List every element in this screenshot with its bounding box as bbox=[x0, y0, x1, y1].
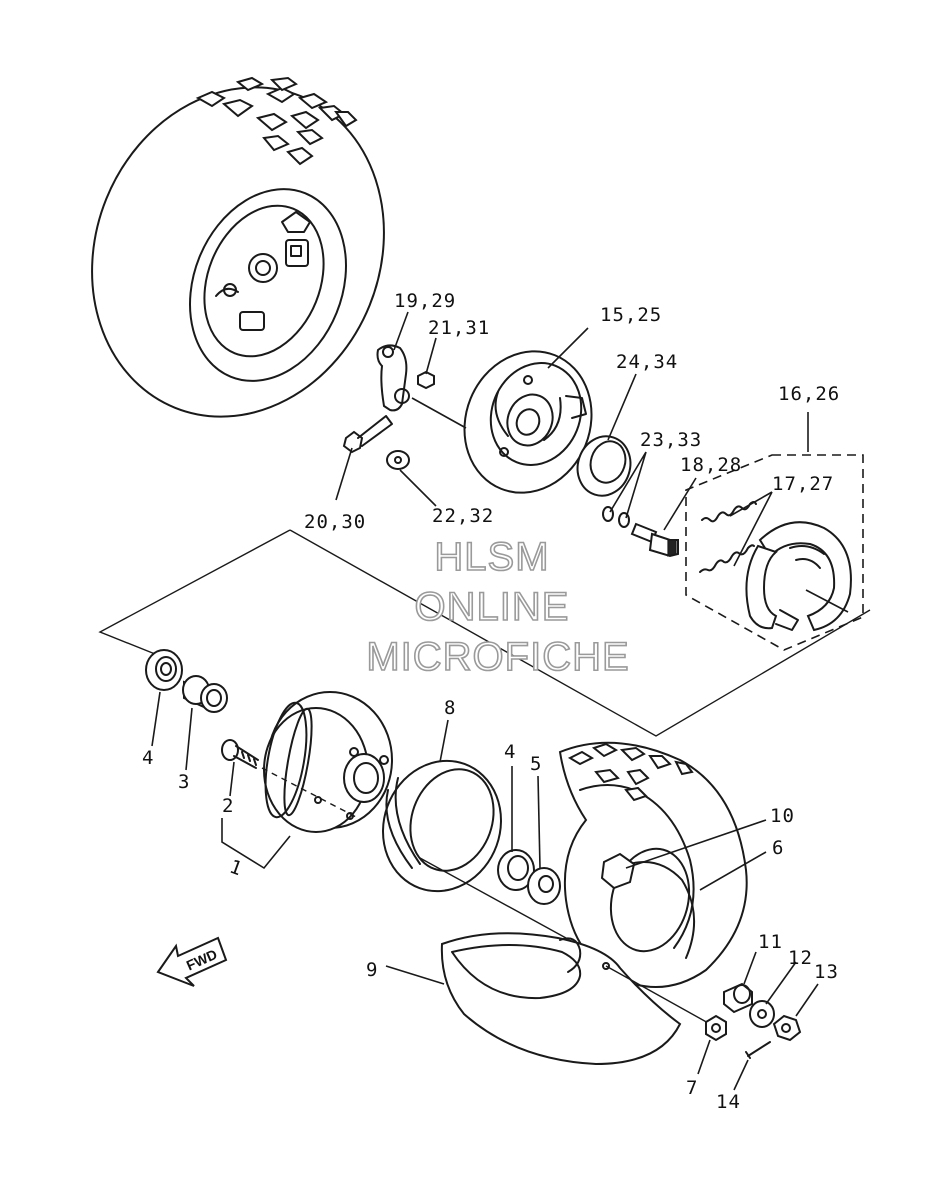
callout-18-28: 18,28 bbox=[680, 454, 742, 476]
callout-labels: 19,29 21,31 15,25 24,34 16,26 23,33 18,2… bbox=[142, 290, 840, 1113]
bolt-20-30 bbox=[342, 415, 393, 454]
callout-7: 7 bbox=[686, 1077, 698, 1099]
callout-17-27: 17,27 bbox=[772, 473, 834, 495]
shoe-springs-17-27 bbox=[699, 501, 757, 573]
brake-drum-hub-1 bbox=[261, 691, 393, 833]
callout-24-34: 24,34 bbox=[616, 351, 678, 373]
callout-11: 11 bbox=[758, 931, 783, 953]
callout-12: 12 bbox=[788, 947, 813, 969]
brake-camshaft-18-28 bbox=[630, 522, 679, 558]
tire-tread-blocks bbox=[195, 76, 358, 166]
brake-shoe-kit-box bbox=[685, 454, 864, 651]
nut-7 bbox=[705, 1014, 727, 1042]
callout-23-33: 23,33 bbox=[640, 429, 702, 451]
callout-21-31: 21,31 bbox=[428, 317, 490, 339]
watermark-line-1: HLSM bbox=[434, 535, 549, 579]
callout-2: 2 bbox=[222, 795, 234, 817]
callout-leaders bbox=[151, 311, 849, 1091]
cotter-pin-14 bbox=[745, 1041, 771, 1059]
collar-5 bbox=[527, 867, 561, 905]
callout-16-26: 16,26 bbox=[778, 383, 840, 405]
castle-nut-13 bbox=[772, 1014, 802, 1042]
fwd-arrow-icon: FWD bbox=[156, 936, 228, 987]
bearing-4-left bbox=[145, 649, 183, 691]
oil-seal-24-34 bbox=[576, 435, 632, 497]
callout-19-29: 19,29 bbox=[394, 290, 456, 312]
assembly-bracket-lines bbox=[98, 529, 871, 737]
callout-14: 14 bbox=[716, 1091, 741, 1113]
tire-tread-blocks-lower bbox=[567, 742, 694, 802]
callout-22-32: 22,32 bbox=[432, 505, 494, 527]
callout-20-30: 20,30 bbox=[304, 511, 366, 533]
tire-outer-half-6 bbox=[558, 741, 748, 989]
callout-15-25: 15,25 bbox=[600, 304, 662, 326]
brake-shoes-16-26 bbox=[745, 521, 852, 632]
washer-22-32 bbox=[386, 450, 410, 470]
brake-cam-lever bbox=[376, 344, 410, 412]
callout-3: 3 bbox=[178, 771, 190, 793]
watermark: HLSM ONLINE MICROFICHE bbox=[366, 534, 630, 680]
nut-21-31 bbox=[417, 370, 435, 390]
spacer-3 bbox=[182, 675, 228, 713]
washer-12 bbox=[749, 1000, 775, 1028]
callout-4-left: 4 bbox=[142, 747, 154, 769]
tire-assembly-line bbox=[419, 857, 711, 1025]
tire-inner-half-9 bbox=[440, 932, 682, 1066]
assembled-wheel-drawing bbox=[91, 76, 385, 418]
callout-8: 8 bbox=[444, 697, 456, 719]
callout-5: 5 bbox=[530, 753, 542, 775]
callout-13: 13 bbox=[814, 961, 839, 983]
callout-4-right: 4 bbox=[504, 741, 516, 763]
callout-10: 10 bbox=[770, 805, 795, 827]
stud-bolt-2 bbox=[221, 739, 259, 769]
o-rings-23-33 bbox=[602, 506, 630, 528]
callout-9: 9 bbox=[366, 959, 378, 981]
callout-6: 6 bbox=[772, 837, 784, 859]
callout-1: 1 bbox=[227, 856, 246, 881]
bearing-4-right bbox=[497, 849, 535, 891]
watermark-line-2: ONLINE bbox=[415, 585, 570, 629]
rim-band-8 bbox=[382, 759, 502, 893]
watermark-line-3: MICROFICHE bbox=[366, 635, 629, 679]
collar-11 bbox=[723, 982, 753, 1014]
